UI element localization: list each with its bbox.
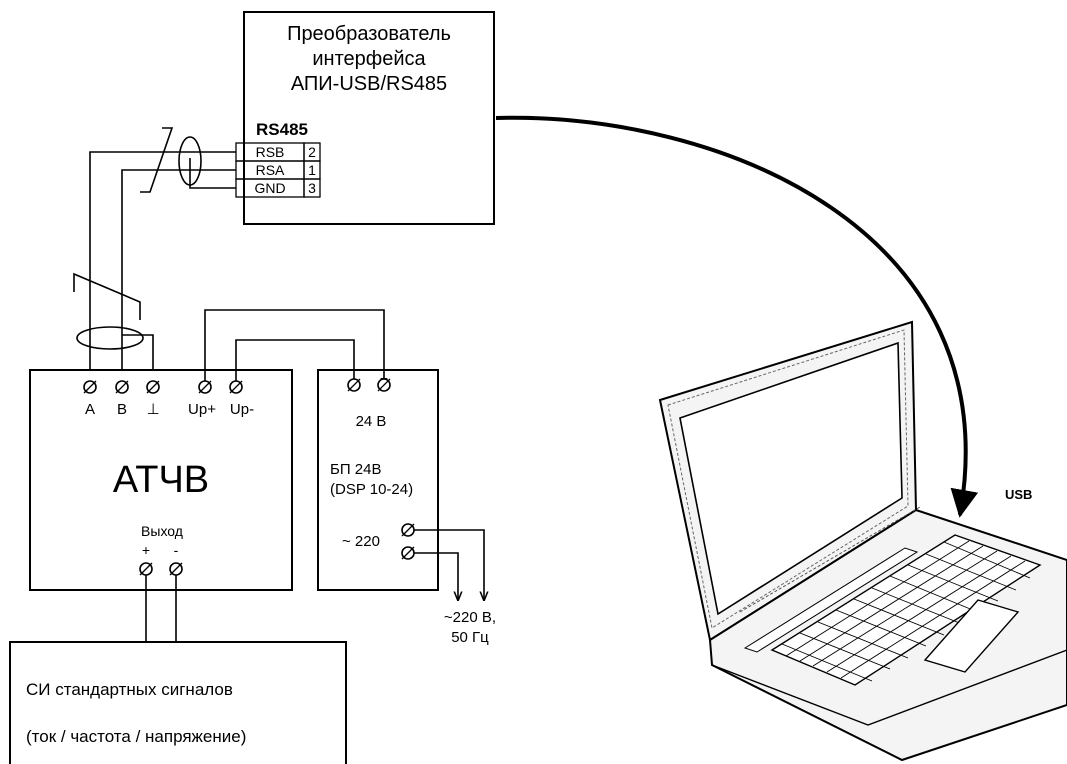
- psu-name-line2: (DSP 10-24): [330, 481, 413, 498]
- output-terminal-minus: [169, 562, 183, 576]
- terminal-slash: [198, 380, 212, 394]
- cable-shield-ellipse-bottom: [76, 326, 144, 350]
- pin-name-rsb: RSB: [256, 144, 285, 160]
- wire-rsb-to-a: [89, 151, 236, 382]
- terminal-up-minus: [229, 380, 243, 394]
- atchv-title: АТЧВ: [113, 459, 209, 501]
- output-terminal-plus: [139, 562, 153, 576]
- usb-cable: [495, 115, 979, 518]
- power-wires: ~220 В, 50 Гц: [204, 309, 496, 646]
- terminal-b: [115, 380, 129, 394]
- psu-block: - + 24 В БП 24В (DSP 10-24) ~ 220: [317, 369, 439, 591]
- psu-ac-terminal-2: [401, 546, 415, 560]
- terminal-slash: [401, 546, 415, 560]
- wire-up-minus-to-psu-minus: [235, 339, 355, 381]
- cable-shield-ellipse-top: [178, 136, 202, 186]
- wire-rsa-to-b: [121, 169, 236, 382]
- mains-wire-2: [414, 552, 458, 600]
- terminal-label-a: A: [85, 401, 95, 418]
- rs485-port-label: RS485: [256, 120, 308, 139]
- psu-box: [317, 369, 439, 591]
- mains-label-line2: 50 Гц: [451, 629, 489, 646]
- terminal-label-up-minus: Up-: [230, 401, 254, 418]
- psu-terminal-minus: [347, 378, 361, 392]
- converter-block: Преобразователь интерфейса АПИ-USB/RS485…: [235, 11, 495, 225]
- laptop-lid-bezel: [667, 329, 909, 629]
- output-plus-label: +: [142, 542, 150, 558]
- laptop-screen: [679, 341, 903, 616]
- pin-num-cell-gnd: [303, 178, 321, 198]
- output-label: Выход: [141, 523, 183, 539]
- psu-name-line1: БП 24В: [330, 461, 381, 478]
- signal-source-box: [9, 641, 347, 764]
- wire-shield-to-ground: [122, 334, 154, 382]
- output-minus-label: -: [174, 542, 179, 558]
- terminal-slash: [115, 380, 129, 394]
- rs485-cable: [73, 127, 236, 382]
- converter-title-line3: АПИ-USB/RS485: [291, 73, 447, 95]
- terminal-slash: [83, 380, 97, 394]
- terminal-slash: [401, 523, 415, 537]
- wire-up-plus-to-psu-plus: [204, 309, 385, 381]
- laptop-function-strip: [743, 547, 919, 653]
- psu-voltage-label: 24 В: [356, 413, 387, 430]
- laptop-touchpad: [923, 599, 1020, 673]
- converter-title-line1: Преобразователь: [287, 23, 451, 45]
- terminal-a: [83, 380, 97, 394]
- mains-label-line1: ~220 В,: [444, 609, 496, 626]
- cable-break-mark-top: [140, 127, 174, 193]
- rs485-pin-table: RSB 2 RSA 1 GND 3: [235, 142, 321, 198]
- pin-num-rsa: 1: [308, 162, 316, 178]
- psu-ac-terminal-1: [401, 523, 415, 537]
- cable-break-mark-middle: [73, 272, 141, 320]
- laptop-icon: [658, 320, 1067, 762]
- terminal-slash: [146, 380, 160, 394]
- keyboard-keys: [781, 540, 1031, 682]
- terminal-slash: [139, 562, 153, 576]
- signal-source-block: СИ стандартных сигналов (ток / частота /…: [9, 575, 347, 764]
- mains-wire-1: [414, 529, 484, 600]
- signal-source-line2: (ток / частота / напряжение): [26, 727, 246, 746]
- psu-terminal-plus: [377, 378, 391, 392]
- terminal-label-up-plus: Up+: [188, 401, 216, 418]
- terminal-slash: [169, 562, 183, 576]
- wire-gnd-shield: [189, 158, 236, 189]
- usb-label: USB: [1005, 487, 1032, 502]
- pin-num-gnd: 3: [308, 180, 316, 196]
- converter-title-line2: интерфейса: [312, 48, 426, 70]
- terminal-slash: [229, 380, 243, 394]
- converter-box: [243, 11, 495, 225]
- terminal-label-b: B: [117, 401, 127, 418]
- psu-ac-label: ~ 220: [342, 533, 380, 550]
- signal-source-line1: СИ стандартных сигналов: [26, 680, 233, 699]
- terminal-label-ground: ⊥: [146, 401, 159, 418]
- terminal-slash: [377, 378, 391, 392]
- pin-num-rsb: 2: [308, 144, 316, 160]
- atchv-box: [29, 369, 293, 591]
- atchv-block: A B ⊥ Up+ Up- АТЧВ Выход + -: [29, 369, 293, 591]
- terminal-up-plus: [198, 380, 212, 394]
- terminal-ground: [146, 380, 160, 394]
- laptop-base-edge: [711, 649, 1067, 726]
- pin-name-gnd: GND: [254, 180, 285, 196]
- pin-name-rsa: RSA: [256, 162, 285, 178]
- terminal-slash: [347, 378, 361, 392]
